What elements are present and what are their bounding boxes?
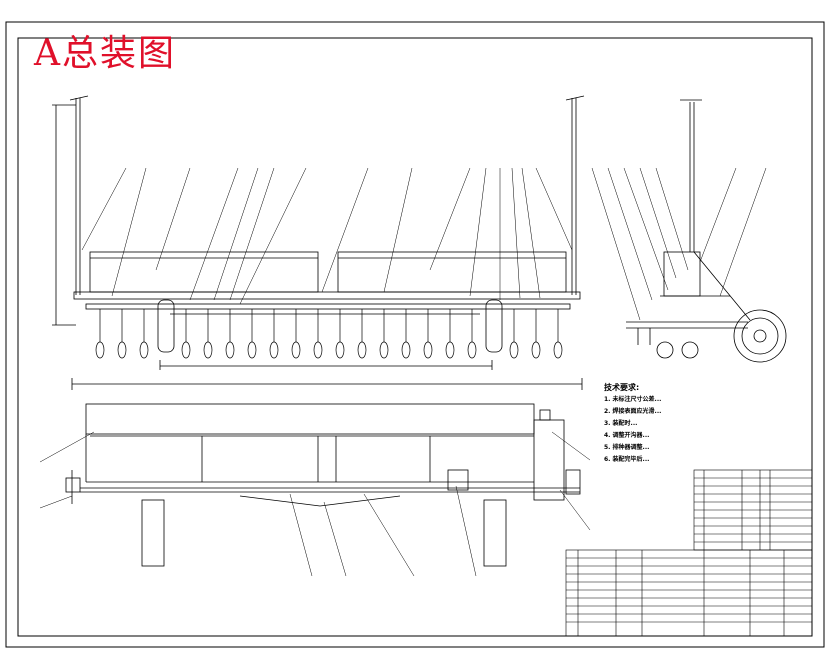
- title-block: [565, 549, 813, 637]
- tech-requirements-list: 1. 未标注尺寸公差... 2. 焊接表面应光滑... 3. 装配时... 4.…: [604, 394, 661, 466]
- tech-requirement-item: 4. 调整开沟器...: [604, 432, 650, 439]
- tech-requirement-item: 6. 装配完毕后...: [604, 456, 650, 463]
- leader-lines-front: [81, 167, 573, 305]
- tech-requirement-item: 3. 装配时...: [604, 420, 638, 427]
- tech-requirement-item: 5. 排种器调整...: [604, 444, 650, 451]
- front-view: [52, 95, 585, 390]
- tech-requirements-heading: 技术要求:: [604, 383, 640, 392]
- tech-requirement-item: 1. 未标注尺寸公差...: [604, 396, 662, 403]
- side-view: [626, 99, 787, 363]
- parts-list: [693, 469, 813, 551]
- tech-requirement-item: 2. 焊接表面应光滑...: [604, 408, 662, 415]
- furrow-openers: [95, 309, 563, 359]
- drawing-title: A总装图: [34, 33, 176, 74]
- top-view: [65, 403, 581, 567]
- leader-lines-side: [591, 167, 767, 321]
- leader-lines-top: [39, 431, 591, 577]
